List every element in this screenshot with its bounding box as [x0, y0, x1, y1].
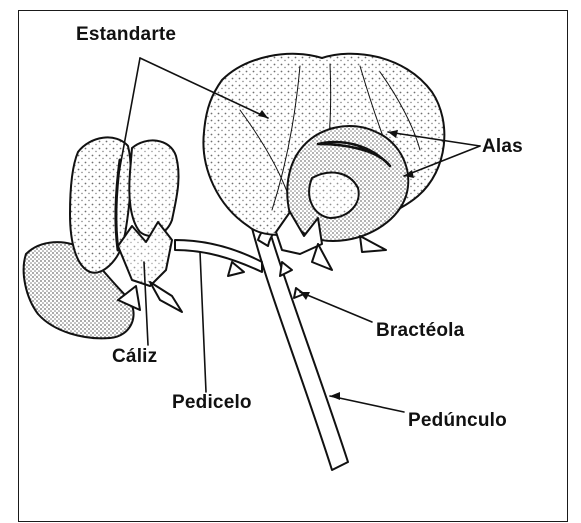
leader-pedicelo: [200, 252, 206, 392]
label-caliz: Cáliz: [112, 346, 157, 368]
peduncle-stalk: [252, 228, 348, 470]
pedicel-stalk: [175, 240, 262, 272]
label-bracteola: Bractéola: [376, 320, 464, 342]
label-pedicelo: Pedicelo: [172, 392, 252, 414]
label-pedunculo: Pedúnculo: [408, 410, 507, 432]
leader-bracteola: [300, 292, 372, 322]
label-alas: Alas: [482, 136, 523, 158]
label-estandarte: Estandarte: [76, 24, 176, 46]
leader-pedunculo: [330, 396, 404, 412]
